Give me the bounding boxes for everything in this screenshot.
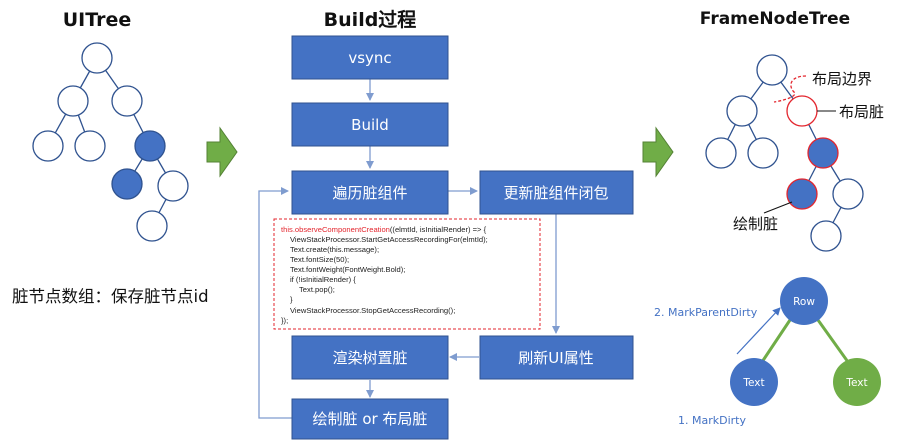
ui-node xyxy=(57,85,89,117)
step-render-dirty-label: 渲染树置脏 xyxy=(332,349,407,367)
text-node-right-label: Text xyxy=(845,377,867,389)
code-line-9: ViewStackProcessor.StopGetAccessRecordin… xyxy=(290,306,455,315)
draw-dirty-pointer xyxy=(763,201,793,214)
frame-node xyxy=(832,178,864,210)
text-node-left-label: Text xyxy=(742,377,764,389)
frame-node xyxy=(747,137,779,169)
row-node xyxy=(780,277,828,325)
mark-parent-arrow xyxy=(736,307,781,355)
step-refresh-attr-label: 刷新UI属性 xyxy=(518,349,593,367)
code-line-3: Text.create(this.message); xyxy=(290,245,379,254)
step-build-box xyxy=(291,102,449,147)
layout-boundary-curve xyxy=(773,75,807,103)
ui-node-dirty xyxy=(134,130,166,162)
ui-node-root xyxy=(81,42,113,74)
code-highlight: this.observeComponentCreation xyxy=(281,225,390,234)
code-line-8: } xyxy=(290,295,293,304)
frame-node xyxy=(705,137,737,169)
step-build-label: Build xyxy=(351,116,389,134)
ui-tree xyxy=(32,42,189,242)
frame-tree xyxy=(705,54,864,252)
ui-node xyxy=(157,170,189,202)
step-update-closure-label: 更新脏组件闭包 xyxy=(503,184,608,202)
frame-node xyxy=(810,220,842,252)
code-line-6: if (!isInitialRender) { xyxy=(290,275,356,284)
code-line-5: Text.fontWeight(FontWeight.Bold); xyxy=(290,265,405,274)
green-arrow-left xyxy=(206,126,238,178)
ui-node xyxy=(32,130,64,162)
frame-tree-title: FrameNodeTree xyxy=(700,9,850,29)
ui-tree-title: UITree xyxy=(63,9,132,31)
step-vsync-box xyxy=(291,35,449,80)
green-arrow-right xyxy=(642,126,674,178)
layout-boundary-label: 布局边界 xyxy=(812,70,872,88)
step-update-closure-box xyxy=(479,170,634,215)
text-node-right xyxy=(833,358,881,406)
mark-dirty-label: 1. MarkDirty xyxy=(678,414,746,427)
ui-node xyxy=(74,130,106,162)
step-draw-layout-label: 绘制脏 or 布局脏 xyxy=(313,410,428,428)
build-connectors xyxy=(258,79,560,419)
code-line-10: }); xyxy=(281,316,288,325)
draw-dirty-label: 绘制脏 xyxy=(733,215,778,233)
frame-node-dirty xyxy=(786,178,818,210)
step-vsync-label: vsync xyxy=(348,49,391,67)
step-traverse-label: 遍历脏组件 xyxy=(332,184,407,202)
code-line-2: ViewStackProcessor.StartGetAccessRecordi… xyxy=(290,235,488,244)
mark-diagram: Row Text Text 2. MarkParentDirty 1. Mark… xyxy=(654,277,881,427)
frame-node-layout-dirty xyxy=(786,95,818,127)
ui-node xyxy=(136,210,168,242)
layout-dirty-label: 布局脏 xyxy=(839,103,884,121)
code-line-1: this.observeComponentCreation((elmtId, i… xyxy=(281,225,487,234)
ui-node xyxy=(111,85,143,117)
step-render-dirty-box xyxy=(291,335,449,380)
build-title: Build过程 xyxy=(324,9,417,31)
frame-node-root xyxy=(756,54,788,86)
code-line-7: Text.pop(); xyxy=(299,285,335,294)
ui-node-dirty xyxy=(111,168,143,200)
step-traverse-box xyxy=(291,170,449,215)
frame-node-dirty xyxy=(807,137,839,169)
code-block: this.observeComponentCreation((elmtId, i… xyxy=(273,218,541,330)
mark-parent-dirty-label: 2. MarkParentDirty xyxy=(654,306,758,319)
frame-node xyxy=(726,95,758,127)
text-node-left xyxy=(730,358,778,406)
code-line-4: Text.fontSize(50); xyxy=(290,255,349,264)
step-refresh-attr-box xyxy=(479,335,634,380)
row-node-label: Row xyxy=(793,296,815,308)
build-steps: vsync Build 遍历脏组件 更新脏组件闭包 刷新UI属性 渲染树置脏 绘… xyxy=(291,35,634,440)
step-draw-layout-box xyxy=(291,398,449,440)
ui-tree-caption: 脏节点数组：保存脏节点id xyxy=(12,287,209,306)
